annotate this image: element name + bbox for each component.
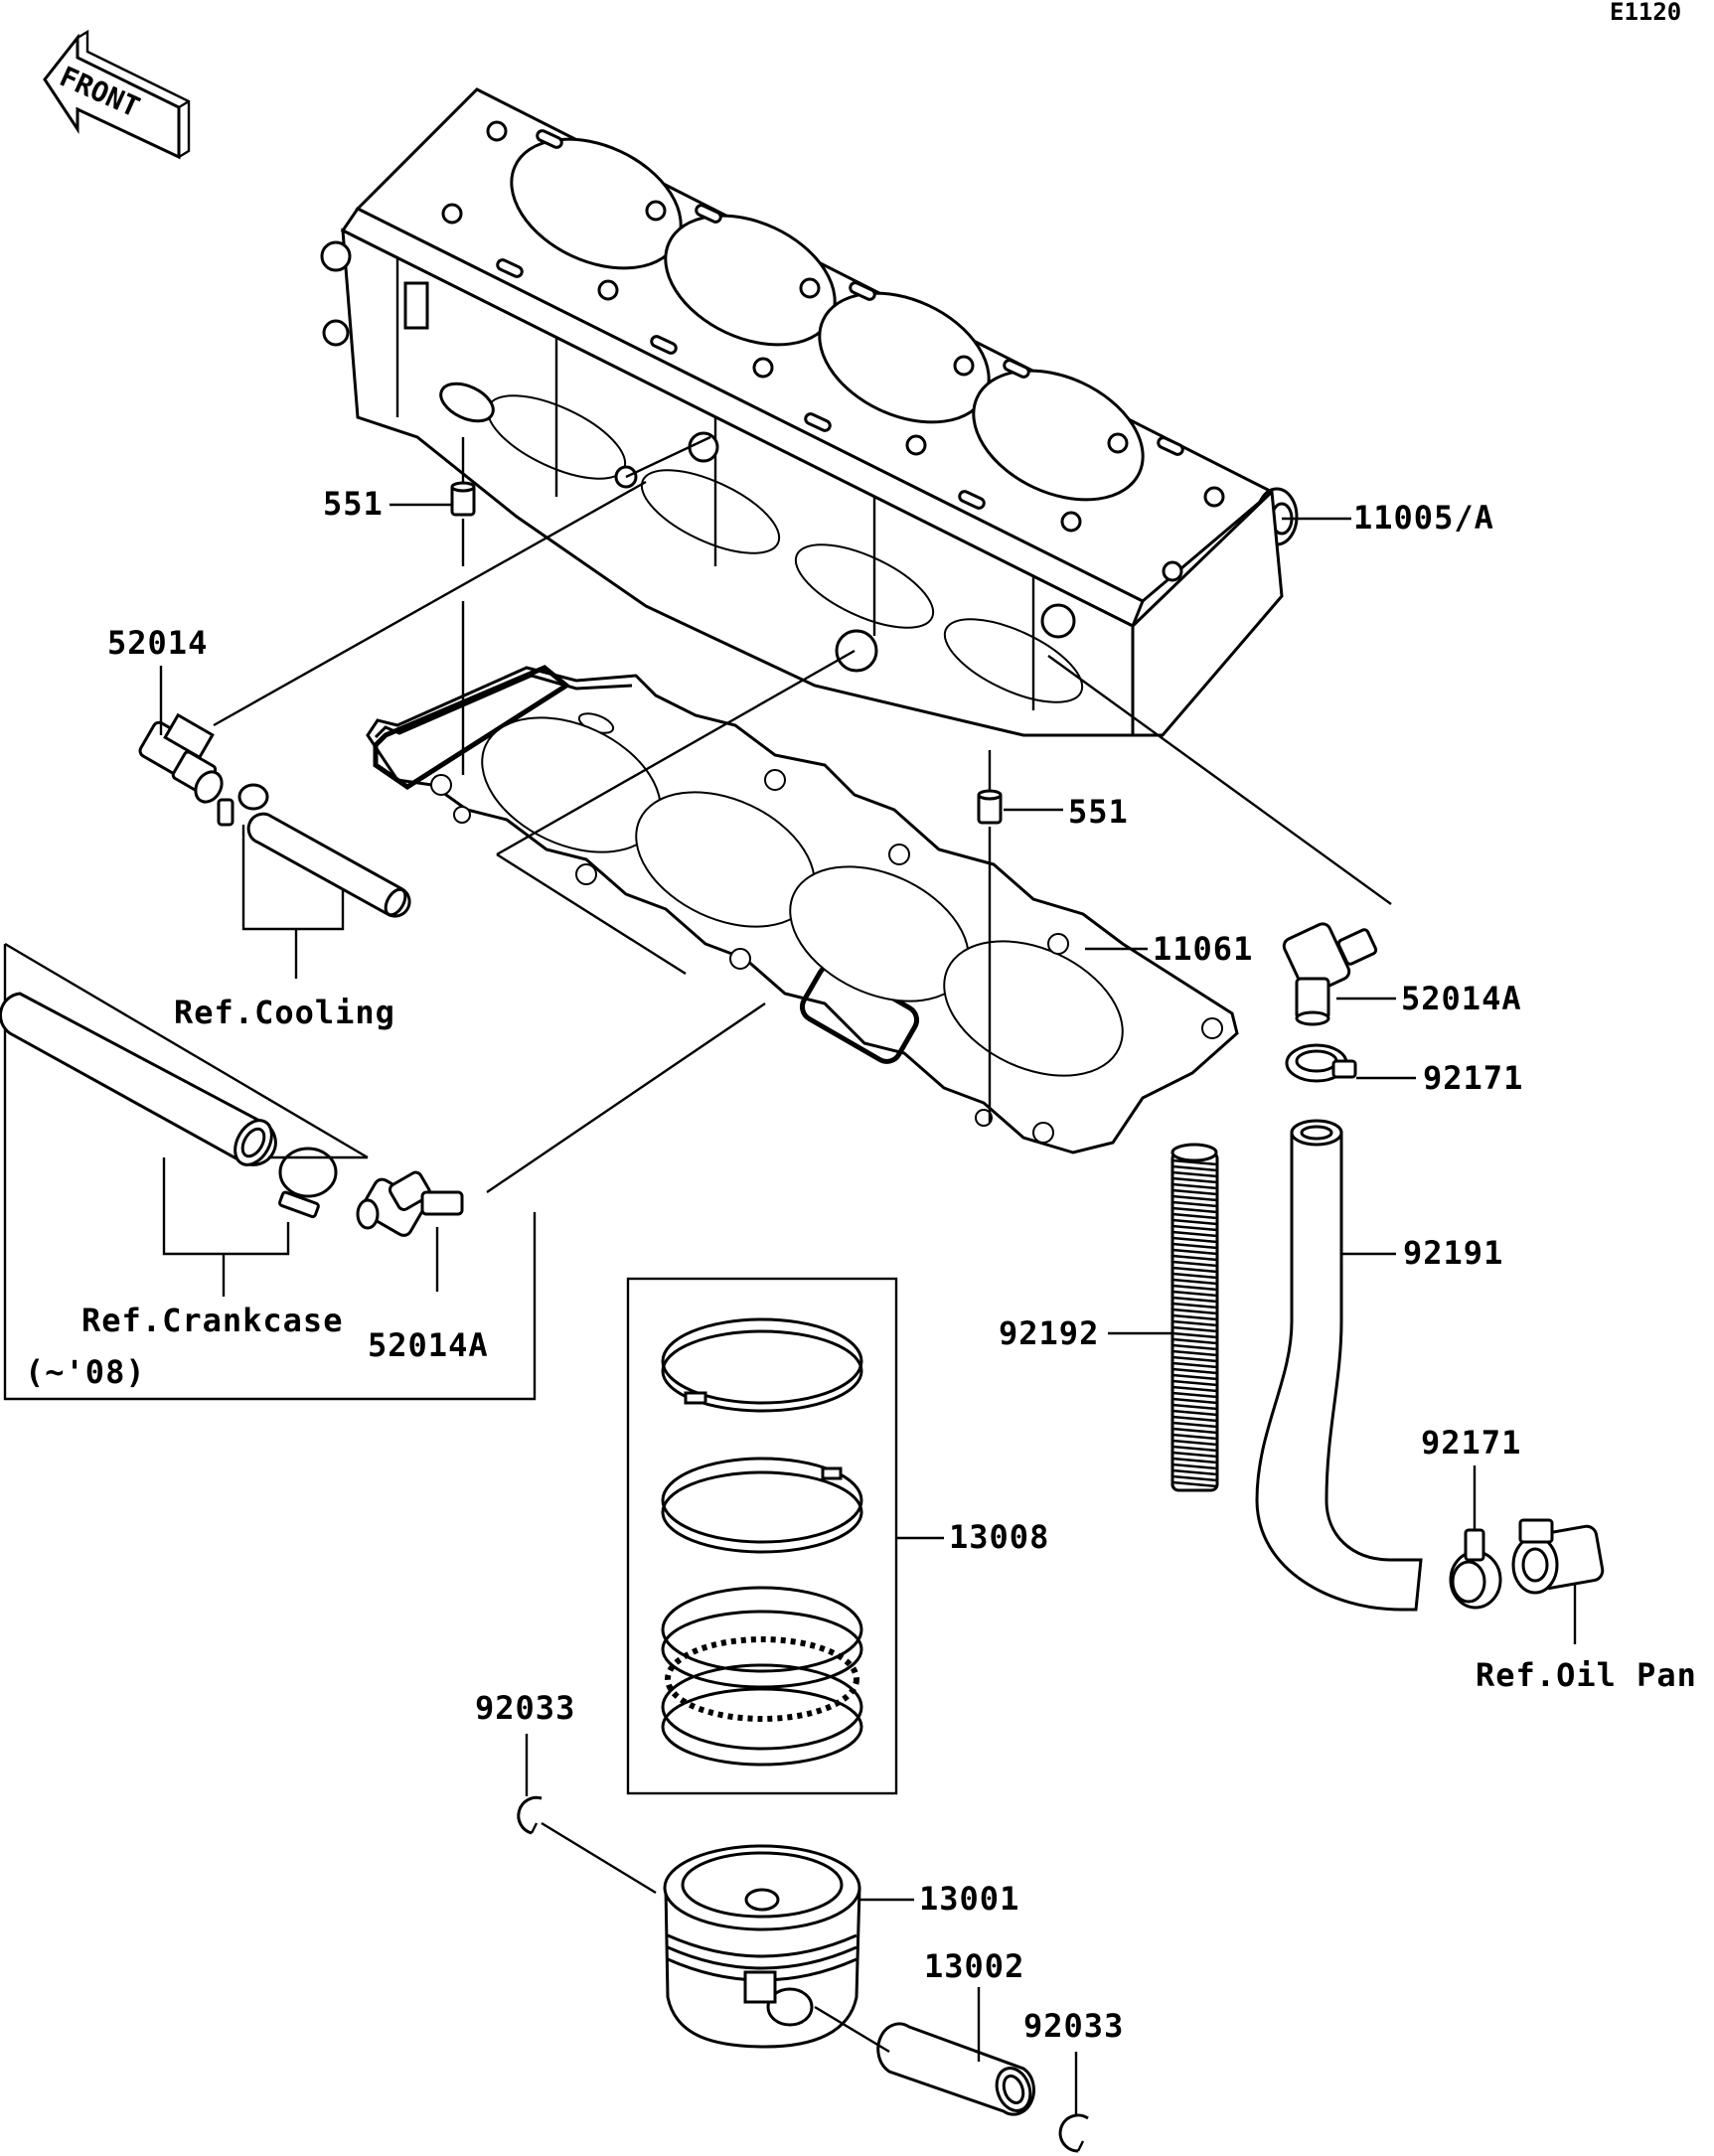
piston-pin [876, 2022, 1035, 2116]
leader-lines [4, 435, 1577, 2114]
piston-ring-box [626, 1277, 898, 1795]
fitting-52014 [138, 712, 411, 918]
label-ref-oil-pan: Ref.Oil Pan [1476, 1656, 1697, 1694]
front-arrow-icon: FRONT [43, 29, 191, 160]
label-551-right: 551 [1068, 793, 1129, 831]
label-92033-lower: 92033 [1023, 2007, 1124, 2045]
hose-92191 [1255, 1119, 1423, 1612]
bore-4 [972, 369, 1145, 502]
label-92171-lower: 92171 [1421, 1424, 1521, 1462]
label-ref-cooling: Ref.Cooling [174, 994, 395, 1031]
oil-pan-fitting [1511, 1518, 1605, 1595]
dowel-pin-upper [450, 481, 476, 517]
label-92191: 92191 [1403, 1234, 1503, 1272]
inset-crankcase [0, 944, 537, 1401]
clamp-92171-lower [1449, 1528, 1502, 1610]
circlip-lower [1058, 2113, 1089, 2153]
label-13008: 13008 [949, 1518, 1049, 1556]
label-11005A: 11005/A [1353, 499, 1494, 537]
circlip-upper [517, 1795, 543, 1835]
fitting-52014A-right [1282, 922, 1378, 1026]
spring-hose-92192 [1170, 1143, 1219, 1492]
label-11061: 11061 [1153, 930, 1253, 968]
cylinder-gasket [366, 665, 1239, 1155]
label-inset-note: (~'08) [25, 1353, 146, 1391]
label-52014A-inset: 52014A [368, 1326, 489, 1364]
dowel-pin-right [977, 789, 1003, 825]
label-92033-upper: 92033 [475, 1689, 575, 1727]
label-52014: 52014 [107, 624, 208, 662]
label-52014A-right: 52014A [1401, 980, 1522, 1017]
label-92171-upper: 92171 [1423, 1059, 1523, 1097]
clamp-92171-upper [1285, 1043, 1357, 1083]
label-92192: 92192 [999, 1314, 1099, 1352]
piston [663, 1844, 861, 2049]
label-13002: 13002 [924, 1947, 1024, 1985]
diagram-code: E1120 [1610, 0, 1681, 26]
label-13001: 13001 [919, 1880, 1019, 1918]
label-ref-crankcase: Ref.Crankcase [81, 1302, 343, 1339]
label-551-upper: 551 [323, 485, 384, 523]
cylinder-block [320, 87, 1299, 737]
